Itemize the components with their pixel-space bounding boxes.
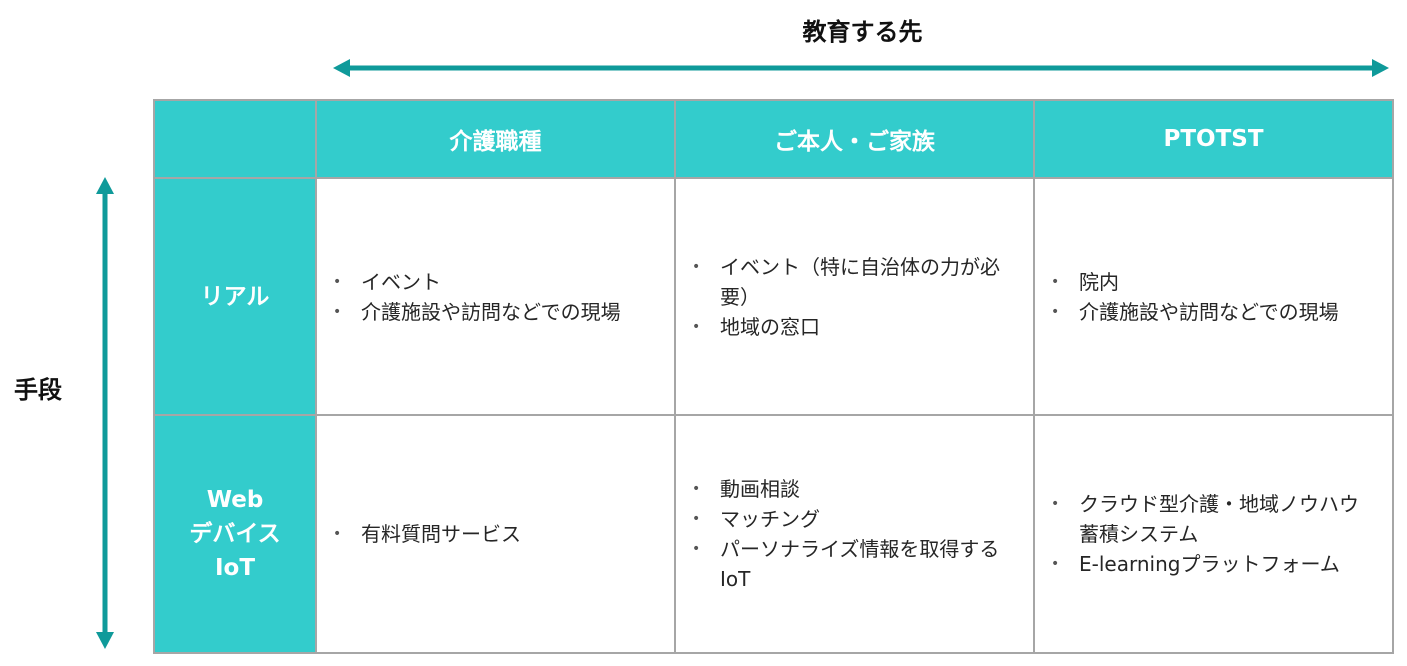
column-header: PTOTST xyxy=(1033,99,1394,179)
list-item: 介護施設や訪問などでの現場 xyxy=(333,297,660,327)
matrix-row: リアル イベント 介護施設や訪問などでの現場 イベント（特に自治体の力が必要） … xyxy=(153,177,1394,416)
list-item: クラウド型介護・地域ノウハウ蓄積システム xyxy=(1051,489,1378,549)
list-item: E-learningプラットフォーム xyxy=(1051,549,1378,579)
row-header-line: リアル xyxy=(200,283,270,310)
column-header: 介護職種 xyxy=(315,99,676,179)
bullet-list: イベント 介護施設や訪問などでの現場 xyxy=(317,267,674,327)
list-item: マッチング xyxy=(692,504,1019,534)
header-row: 介護職種 ご本人・ご家族 PTOTST xyxy=(153,99,1394,179)
list-item: イベント（特に自治体の力が必要） xyxy=(692,252,1019,312)
matrix-row: Web デバイス IoT 有料質問サービス 動画相談 マッチング パーソナライズ… xyxy=(153,414,1394,654)
column-header: ご本人・ご家族 xyxy=(674,99,1035,179)
row-header-line: Web xyxy=(206,487,264,513)
bullet-list: イベント（特に自治体の力が必要） 地域の窓口 xyxy=(676,252,1033,342)
matrix-cell: 院内 介護施設や訪問などでの現場 xyxy=(1033,177,1394,416)
row-header-line: デバイス xyxy=(189,521,281,547)
list-item: イベント xyxy=(333,267,660,297)
list-item: 動画相談 xyxy=(692,474,1019,504)
matrix-cell: イベント（特に自治体の力が必要） 地域の窓口 xyxy=(674,177,1035,416)
matrix-cell: クラウド型介護・地域ノウハウ蓄積システム E-learningプラットフォーム xyxy=(1033,414,1394,654)
list-item: 地域の窓口 xyxy=(692,312,1019,342)
vertical-arrow xyxy=(96,177,114,649)
row-header: リアル xyxy=(153,177,317,416)
bullet-list: 有料質問サービス xyxy=(317,519,674,549)
vertical-axis-label: 手段 xyxy=(14,376,62,404)
education-matrix: 介護職種 ご本人・ご家族 PTOTST リアル イベント 介護施設や訪問などでの… xyxy=(153,99,1394,654)
bullet-list: クラウド型介護・地域ノウハウ蓄積システム E-learningプラットフォーム xyxy=(1035,489,1392,579)
matrix-cell: イベント 介護施設や訪問などでの現場 xyxy=(315,177,676,416)
list-item: パーソナライズ情報を取得するIoT xyxy=(692,534,1019,594)
list-item: 介護施設や訪問などでの現場 xyxy=(1051,297,1378,327)
list-item: 院内 xyxy=(1051,267,1378,297)
corner-cell xyxy=(153,99,317,179)
bullet-list: 院内 介護施設や訪問などでの現場 xyxy=(1035,267,1392,327)
horizontal-axis-label: 教育する先 xyxy=(802,18,923,46)
row-header: Web デバイス IoT xyxy=(153,414,317,654)
row-header-line: IoT xyxy=(214,555,256,581)
list-item: 有料質問サービス xyxy=(333,519,660,549)
matrix-cell: 有料質問サービス xyxy=(315,414,676,654)
bullet-list: 動画相談 マッチング パーソナライズ情報を取得するIoT xyxy=(676,474,1033,594)
matrix-cell: 動画相談 マッチング パーソナライズ情報を取得するIoT xyxy=(674,414,1035,654)
horizontal-arrow xyxy=(333,59,1389,77)
